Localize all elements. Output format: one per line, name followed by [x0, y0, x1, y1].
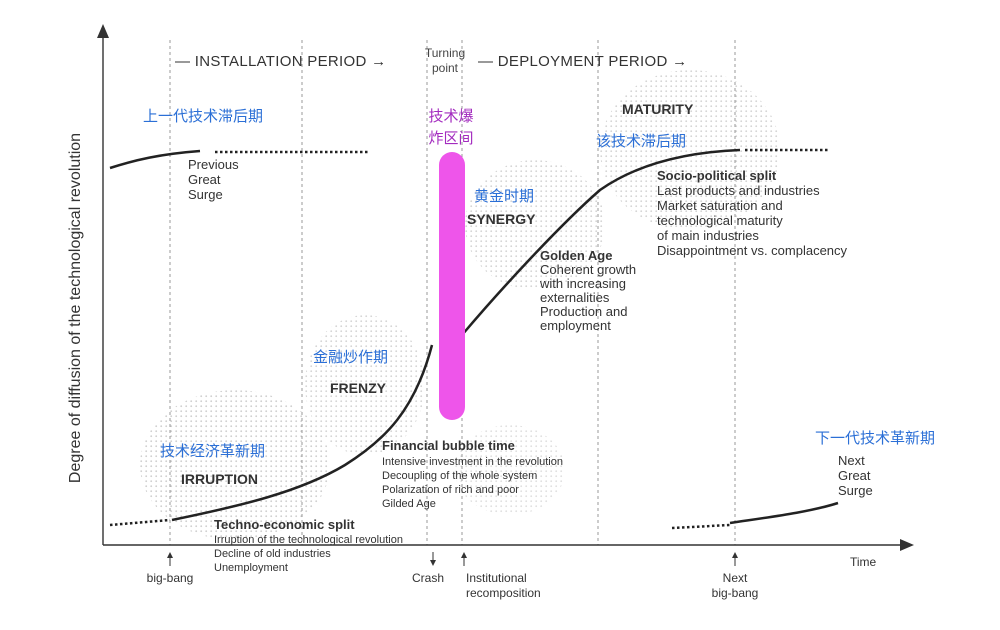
next-big-bang-marker: Next big-bang — [712, 552, 759, 600]
svg-text:Golden Age: Golden Age — [540, 248, 612, 263]
deployment-s-curve — [461, 148, 741, 336]
installation-period-header: — INSTALLATION PERIOD → — [175, 53, 386, 70]
cn-label-explosion-line2: 炸区间 — [428, 129, 473, 147]
down-arrow-icon — [430, 560, 436, 566]
svg-text:Next: Next — [723, 571, 748, 585]
svg-text:Decline of old industries: Decline of old industries — [214, 548, 331, 560]
svg-text:employment: employment — [540, 318, 611, 333]
svg-text:Surge: Surge — [838, 483, 873, 498]
svg-text:Intensive investment in the re: Intensive investment in the revolution — [382, 456, 563, 468]
y-axis-label: Degree of diffusion of the technological… — [67, 133, 84, 483]
phase-maturity: MATURITY — [622, 101, 694, 117]
svg-text:of main industries: of main industries — [657, 228, 759, 243]
cn-label-explosion-line1: 技术爆 — [428, 107, 473, 125]
svg-text:recomposition: recomposition — [466, 586, 541, 600]
svg-text:with increasing: with increasing — [539, 276, 626, 291]
svg-text:Financial bubble time: Financial bubble time — [382, 438, 515, 453]
svg-text:Gilded Age: Gilded Age — [382, 498, 436, 510]
vertical-dividers — [169, 40, 736, 545]
phase-irruption: IRRUPTION — [181, 471, 258, 487]
phase-synergy: SYNERGY — [467, 211, 536, 227]
previous-surge-curve — [109, 149, 201, 170]
techno-economic-split-block: Techno-economic split Irruption of the t… — [214, 517, 403, 574]
tech-explosion-highlight-bar — [439, 152, 465, 420]
phase-frenzy: FRENZY — [330, 380, 387, 396]
axes — [97, 24, 914, 551]
axis-markers: big-bang Crash Institutional recompositi… — [147, 552, 759, 600]
turning-point-line1: Turning — [425, 46, 465, 60]
crash-marker: Crash — [412, 552, 444, 585]
cn-label-golden-period: 黄金时期 — [474, 187, 534, 205]
big-bang-marker: big-bang — [147, 552, 194, 585]
svg-text:Great: Great — [188, 172, 221, 187]
cn-label-frenzy: 金融炒作期 — [313, 348, 388, 366]
cn-label-irruption: 技术经济革新期 — [160, 442, 265, 460]
installation-s-curve — [171, 344, 434, 522]
svg-text:Irruption of the technological: Irruption of the technological revolutio… — [214, 534, 403, 546]
svg-text:Disappointment vs. complacency: Disappointment vs. complacency — [657, 243, 848, 258]
next-surge-dotted-lead — [671, 523, 731, 530]
irruption-dotted-lead — [109, 518, 171, 527]
svg-text:Production and: Production and — [540, 304, 627, 319]
socio-political-split-block: Socio-political split Last products and … — [657, 168, 848, 258]
svg-text:Decoupling of the whole system: Decoupling of the whole system — [382, 470, 537, 482]
svg-text:Great: Great — [838, 468, 871, 483]
financial-bubble-block: Financial bubble time Intensive investme… — [382, 438, 563, 510]
diffusion-curves — [109, 148, 839, 530]
golden-age-block: Golden Age Coherent growth with increasi… — [539, 248, 636, 333]
up-arrow-icon — [167, 552, 173, 558]
svg-text:Next: Next — [838, 453, 865, 468]
svg-text:Coherent growth: Coherent growth — [540, 262, 636, 277]
deployment-period-header: — DEPLOYMENT PERIOD → — [478, 53, 687, 70]
svg-text:Last products and industries: Last products and industries — [657, 183, 820, 198]
turning-point-line2: point — [432, 61, 459, 75]
previous-surge-label: Previous Great Surge — [188, 157, 239, 202]
cn-label-previous-lag: 上一代技术滞后期 — [143, 107, 263, 125]
cn-label-this-lag: 该技术滞后期 — [596, 132, 686, 150]
y-axis-arrow-icon — [97, 24, 109, 38]
x-axis-arrow-icon — [900, 539, 914, 551]
up-arrow-icon — [461, 552, 467, 558]
svg-text:big-bang: big-bang — [147, 571, 194, 585]
svg-text:Socio-political split: Socio-political split — [657, 168, 777, 183]
institutional-recomposition-marker: Institutional recomposition — [461, 552, 541, 600]
svg-text:Market saturation and: Market saturation and — [657, 198, 783, 213]
up-arrow-icon — [732, 552, 738, 558]
svg-text:Previous: Previous — [188, 157, 239, 172]
x-axis-label: Time — [850, 555, 877, 569]
svg-text:Institutional: Institutional — [466, 571, 527, 585]
svg-text:Unemployment: Unemployment — [214, 562, 288, 574]
cn-label-next-innovation: 下一代技术革新期 — [815, 429, 935, 447]
next-surge-curve — [729, 501, 839, 525]
svg-text:externalities: externalities — [540, 290, 610, 305]
svg-text:Crash: Crash — [412, 571, 444, 585]
svg-text:Polarization of rich and poor: Polarization of rich and poor — [382, 484, 519, 496]
svg-text:Surge: Surge — [188, 187, 223, 202]
svg-text:Techno-economic split: Techno-economic split — [214, 517, 355, 532]
next-surge-label: Next Great Surge — [838, 453, 873, 498]
svg-text:big-bang: big-bang — [712, 586, 759, 600]
svg-text:technological maturity: technological maturity — [657, 213, 783, 228]
